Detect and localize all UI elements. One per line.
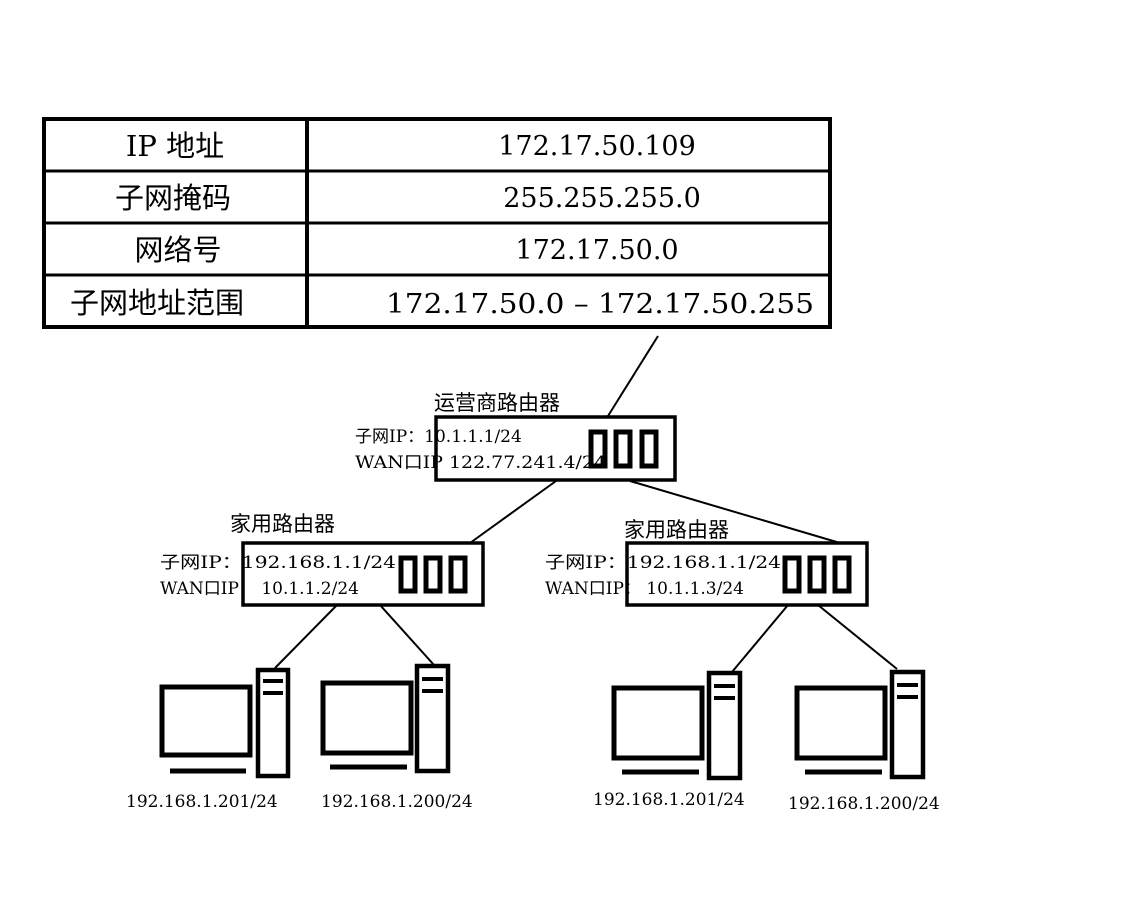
- link-router1-to-pc2: [379, 604, 435, 666]
- table-row-label-mask: 子网掩码: [115, 181, 231, 215]
- home-router-1-title: 家用路由器: [230, 512, 335, 536]
- table-row-label-ip: IP 地址: [126, 129, 224, 163]
- pc-3-ip: 192.168.1.201/24: [593, 790, 745, 810]
- table-row-label-range: 子网地址范围: [70, 286, 244, 320]
- home-router-2-title: 家用路由器: [624, 518, 729, 542]
- isp-router-title: 运营商路由器: [434, 391, 560, 415]
- router-ports-icon: [398, 555, 468, 594]
- computer-icon: [320, 663, 451, 774]
- ip-info-table: IP 地址 172.17.50.109 子网掩码 255.255.255.0 网…: [42, 117, 832, 329]
- home-router-1-box: [241, 541, 485, 607]
- link-isp-to-home-router-1: [469, 480, 557, 544]
- isp-router-wan-ip: WAN口IP 122.77.241.4/24: [355, 453, 606, 473]
- router-ports-icon: [782, 555, 852, 594]
- isp-router: 运营商路由器 子网IP：10.1.1.1/24 WAN口IP 122.77.24…: [355, 391, 677, 482]
- pc-1-ip: 192.168.1.201/24: [126, 792, 278, 812]
- link-table-to-isp-router: [607, 335, 659, 417]
- home-router-2-wan-ip: WAN口IP： 10.1.1.3/24: [545, 579, 744, 599]
- computer-icon: [794, 669, 926, 780]
- table-row-value-network: 172.17.50.0: [515, 235, 678, 266]
- home-router-2: 家用路由器 子网IP：192.168.1.1/24 WAN口IP： 10.1.1…: [545, 518, 869, 607]
- link-router2-to-pc3: [731, 604, 789, 673]
- home-router-1-wan-ip: WAN口IP： 10.1.1.2/24: [160, 579, 359, 599]
- table-row-value-range: 172.17.50.0 – 172.17.50.255: [386, 289, 814, 320]
- home-router-2-box: [625, 541, 869, 607]
- router-ports-icon: [588, 429, 659, 469]
- isp-router-subnet-ip: 子网IP：10.1.1.1/24: [355, 427, 522, 447]
- table-row-value-mask: 255.255.255.0: [503, 183, 701, 214]
- link-isp-to-home-router-2: [629, 480, 841, 544]
- isp-router-box: [434, 415, 677, 482]
- table-row-label-network: 网络号: [134, 233, 221, 267]
- home-router-2-subnet-ip: 子网IP：192.168.1.1/24: [545, 553, 781, 573]
- link-router1-to-pc1: [274, 604, 338, 669]
- link-router2-to-pc4: [817, 604, 898, 670]
- home-router-1: 家用路由器 子网IP：192.168.1.1/24 WAN口IP： 10.1.1…: [160, 512, 485, 607]
- pc-4-ip: 192.168.1.200/24: [788, 794, 940, 814]
- connection-lines: [274, 335, 898, 673]
- pc-2-ip: 192.168.1.200/24: [321, 792, 473, 812]
- computer-icon: [611, 670, 743, 781]
- computer-icon: [159, 667, 291, 779]
- home-router-1-subnet-ip: 子网IP：192.168.1.1/24: [160, 553, 396, 573]
- table-row-value-ip: 172.17.50.109: [498, 131, 696, 162]
